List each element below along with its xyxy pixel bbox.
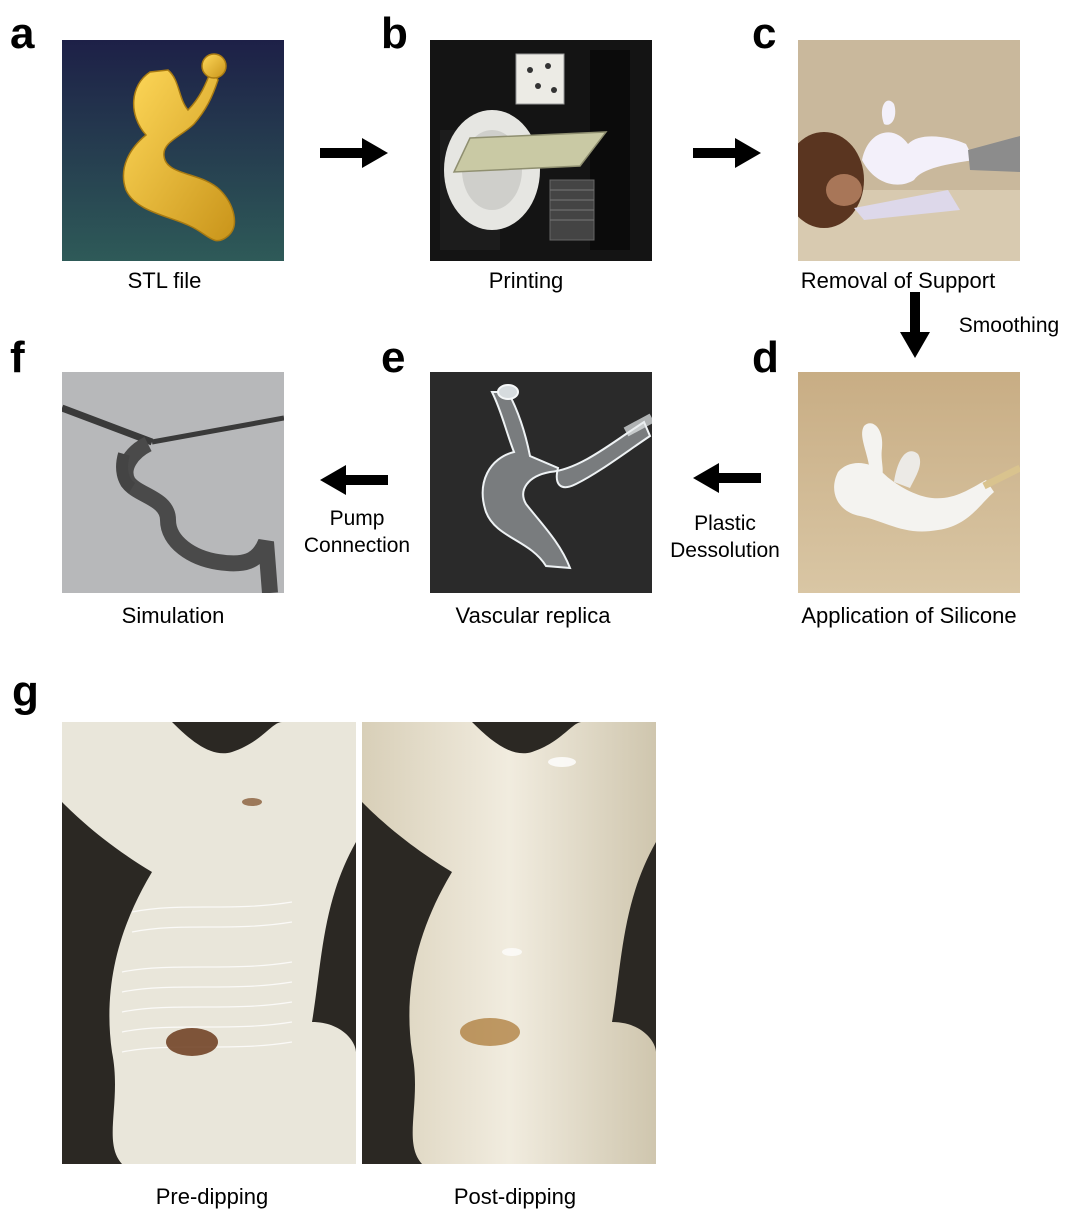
caption-b: Printing (430, 268, 622, 294)
caption-g-post: Post-dipping (362, 1184, 668, 1210)
step-label-dessolution: Dessolution (656, 537, 794, 564)
arrow-right-icon (693, 138, 761, 168)
panel-letter-d: d (752, 336, 779, 380)
panel-letter-c: c (752, 12, 776, 56)
caption-d: Application of Silicone (788, 603, 1030, 629)
3d-printer-icon (430, 40, 652, 261)
aneurysm-3d-model-icon (62, 40, 284, 261)
caption-c: Removal of Support (788, 268, 1008, 294)
panel-f-simulation-image (62, 372, 284, 593)
panel-g-pre-dipping-image (62, 722, 356, 1164)
arrow-left-icon (693, 463, 761, 493)
caption-a: STL file (62, 268, 267, 294)
panel-d-silicone-image (798, 372, 1020, 593)
arrow-right-icon (320, 138, 388, 168)
panel-e-replica-image (430, 372, 652, 593)
transparent-replica-icon (430, 372, 652, 593)
step-label-pump: Pump (292, 505, 422, 532)
silicone-coated-model-icon (798, 372, 1020, 593)
angiography-icon (62, 372, 284, 593)
caption-e: Vascular replica (436, 603, 630, 629)
panel-letter-f: f (10, 336, 25, 380)
step-label-plastic: Plastic (656, 510, 794, 537)
panel-g-post-dipping-image (362, 722, 656, 1164)
arrow-left-icon (320, 465, 388, 495)
step-label-smoothing: Smoothing (948, 312, 1070, 339)
caption-f: Simulation (62, 603, 284, 629)
arrow-down-icon (900, 292, 930, 358)
pre-dipping-model-icon (62, 722, 356, 1164)
caption-g-pre: Pre-dipping (62, 1184, 362, 1210)
step-label-connection: Connection (292, 532, 422, 559)
panel-c-support-removal-image (798, 40, 1020, 261)
panel-a-stl-image (62, 40, 284, 261)
panel-b-printer-image (430, 40, 652, 261)
panel-letter-e: e (381, 336, 405, 380)
post-dipping-model-icon (362, 722, 656, 1164)
panel-letter-b: b (381, 12, 408, 56)
printed-model-icon (798, 40, 1020, 261)
panel-letter-a: a (10, 12, 34, 56)
panel-letter-g: g (12, 670, 39, 714)
